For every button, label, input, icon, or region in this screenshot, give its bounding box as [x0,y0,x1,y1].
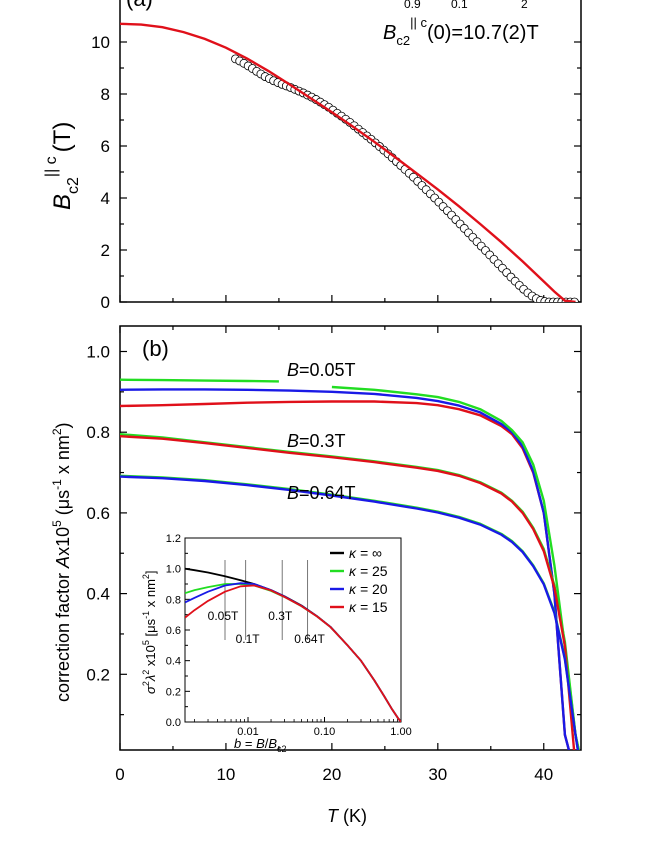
panel-b-x-axis-label: T(K) [327,806,367,826]
series-line-0.05T-kappa-20 [120,388,571,750]
inset-y-tick-label: 0.8 [166,594,181,606]
y-tick-label: 0 [101,293,110,312]
fit-line [120,22,576,302]
series-line-0.05T-kappa-25 [120,378,279,383]
inset-legend: κ = ∞κ = 25κ = 20κ = 15 [330,545,388,615]
legend-value: 15 [372,599,388,615]
x-tick-label: 40 [534,765,553,784]
inset-y-tick-label: 0.6 [166,625,181,637]
y-tick-label: 4 [101,189,110,208]
panel-a-ticks: 0 2 4 6 8 10 [91,33,581,312]
inset-y-tick-label: 1.0 [166,564,181,576]
field-label-0.64T: B=0.64T [287,483,356,503]
y-tick-label: 8 [101,85,110,104]
inset-x-tick-label: 1.00 [390,726,411,738]
panel-a: 0 2 4 6 8 10 (a) 0.9 0.1 2 Bc2|| c(0)=10.7(2)… [43,0,582,312]
panel-a-y-axis-label: Bc2|| c(T) [43,122,82,210]
inset-y-tick-label: 0.2 [166,686,181,698]
y-tick-label: 0.2 [86,665,110,684]
panel-b-frame [119,325,582,751]
y-tick-label: 0.4 [86,585,110,604]
panel-b-ticks: 0 10 20 30 40 0.2 0.4 0.6 0.8 1.0 [86,326,581,784]
y-tick-label: 1.0 [86,343,110,362]
field-marker-label: 0.05T [208,609,239,623]
legend-label: κ = ∞ [349,545,382,561]
inset-series-kappa-15 [185,584,401,722]
series-line-0.3T-kappa-15 [120,435,576,750]
panel-b-y-axis-label: correction factor Ax105 (μs-1 x nm2) [50,422,73,702]
panel-b: 0 10 20 30 40 0.2 0.4 0.6 0.8 1.0 (b) B=0.05T B=0… [50,325,582,826]
y-tick-label: 2 [101,241,110,260]
panel-a-top-fragment-2: 0.1 [451,0,468,11]
x-tick-label: 0 [115,765,124,784]
panel-a-marks [120,22,579,302]
inset-x-tick-label: 0.10 [314,726,335,738]
legend-value: ∞ [372,545,382,561]
panel-a-label: (a) [126,0,153,11]
panel-a-frame [119,0,582,303]
legend-prefix: κ = [349,599,372,615]
inset-y-tick-label: 1.2 [166,533,181,545]
inset-y-tick-label: 0.4 [166,656,181,668]
series-line-0.64T-kappa-20 [120,475,580,750]
legend-label: κ = 15 [349,599,388,615]
panel-a-top-fragment-3: 2 [521,0,528,11]
y-tick-label: 0.8 [86,423,110,442]
legend-prefix: κ = [349,563,372,579]
panel-a-top-fragment-1: 0.9 [404,0,421,11]
inset-marks [185,560,401,722]
panel-a-annotation: Bc2|| c(0)=10.7(2)T [383,15,539,48]
legend-label: κ = 20 [349,581,388,597]
inset-y-axis-label: σ2λ2 x105 [μs-1 x nm2] [141,570,158,694]
legend-value: 25 [372,563,388,579]
legend-value: 20 [372,581,388,597]
legend-prefix: κ = [349,545,372,561]
field-label-0.3T: B=0.3T [287,431,346,451]
x-tick-label: 10 [216,765,235,784]
legend-label: κ = 25 [349,563,388,579]
inset-x-axis-label: b = B/Bc2 [234,736,287,754]
inset-ticks: 0.01 0.10 1.00 0.0 0.2 0.4 0.6 0.8 1.0 1.2 [166,533,412,738]
inset-y-tick-label: 0.0 [166,717,181,729]
field-label-0.05T: B=0.05T [287,360,356,380]
y-tick-label: 10 [91,33,110,52]
panel-b-label: (b) [142,336,169,361]
y-tick-label: 6 [101,137,110,156]
x-tick-label: 20 [322,765,341,784]
y-tick-label: 0.6 [86,504,110,523]
field-marker-label: 0.1T [236,632,261,646]
legend-prefix: κ = [349,581,372,597]
field-marker-label: 0.64T [294,632,325,646]
field-marker-label: 0.3T [268,609,293,623]
inset-x-tick-label: 0.01 [237,726,258,738]
panel-b-marks [120,378,580,750]
x-tick-label: 30 [428,765,447,784]
